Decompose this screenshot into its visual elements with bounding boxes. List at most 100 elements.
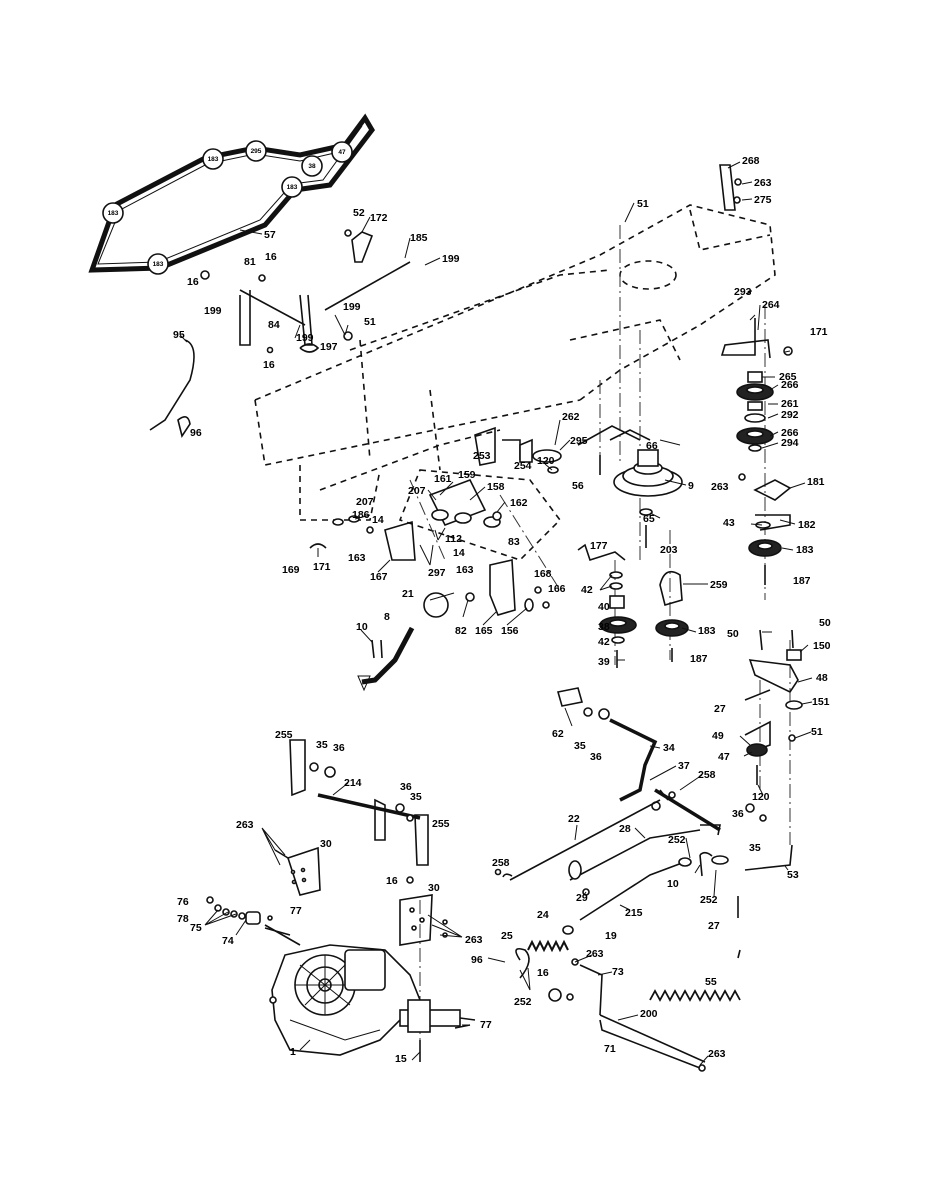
springs xyxy=(527,925,741,1002)
callout-29: 29 xyxy=(576,892,588,904)
belt-pulley xyxy=(301,155,323,177)
callout-16: 16 xyxy=(263,359,275,371)
rods xyxy=(494,799,793,921)
callout-15: 15 xyxy=(395,1053,407,1065)
callout-74: 74 xyxy=(222,935,234,947)
callout-297: 297 xyxy=(428,567,446,579)
callout-10: 10 xyxy=(356,621,368,633)
callout-295: 295 xyxy=(570,435,588,447)
callout-30: 30 xyxy=(428,882,440,894)
callout-163: 163 xyxy=(456,564,474,576)
belt-pulley-label: 183 xyxy=(108,210,119,217)
callout-9: 9 xyxy=(688,480,694,492)
callout-294: 294 xyxy=(781,437,799,449)
cross-shaft xyxy=(289,739,429,866)
callout-253: 253 xyxy=(473,450,491,462)
callout-48: 48 xyxy=(816,672,828,684)
callout-203: 203 xyxy=(660,544,678,556)
callout-66: 66 xyxy=(646,440,658,452)
belt-pulley xyxy=(245,140,267,162)
callout-162: 162 xyxy=(510,497,528,509)
callout-78: 78 xyxy=(177,913,189,925)
callout-266: 266 xyxy=(781,427,799,439)
callout-263: 263 xyxy=(465,934,483,946)
callout-51: 51 xyxy=(364,316,376,328)
callout-263: 263 xyxy=(754,177,772,189)
belt-pulley xyxy=(147,253,169,275)
callout-187: 187 xyxy=(690,653,708,665)
belt-pulley-label: 47 xyxy=(338,149,346,156)
callout-38: 38 xyxy=(598,621,610,633)
belt-pulley xyxy=(331,141,353,163)
belt-pulley xyxy=(102,202,124,224)
callout-71: 71 xyxy=(604,1043,616,1055)
callout-258: 258 xyxy=(698,769,716,781)
callout-199: 199 xyxy=(442,253,460,265)
belt-pulleys: 295 183 38 47 183 183 183 xyxy=(102,140,353,275)
callout-43: 43 xyxy=(723,517,735,529)
belt-pulley-label: 183 xyxy=(153,261,164,268)
callout-151: 151 xyxy=(812,696,830,708)
callout-254: 254 xyxy=(514,460,532,472)
callout-215: 215 xyxy=(625,907,643,919)
callout-21: 21 xyxy=(402,588,414,600)
callout-82: 82 xyxy=(455,625,467,637)
callout-22: 22 xyxy=(568,813,580,825)
callout-172: 172 xyxy=(370,212,388,224)
callout-161: 161 xyxy=(434,473,452,485)
callout-95: 95 xyxy=(173,329,185,341)
callouts: 268 263 275 51 57 52 172 185 199 16 81 1… xyxy=(173,155,831,1065)
callout-14: 14 xyxy=(372,514,384,526)
callout-36: 36 xyxy=(333,742,345,754)
callout-293: 293 xyxy=(734,286,752,298)
callout-49: 49 xyxy=(712,730,724,742)
upper-linkage xyxy=(149,164,742,438)
callout-187: 187 xyxy=(793,575,811,587)
callout-51: 51 xyxy=(811,726,823,738)
callout-30: 30 xyxy=(320,838,332,850)
callout-252: 252 xyxy=(514,996,532,1008)
callout-84: 84 xyxy=(268,319,280,331)
callout-261: 261 xyxy=(781,398,799,410)
callout-156: 156 xyxy=(501,625,519,637)
callout-199: 199 xyxy=(296,332,314,344)
callout-252: 252 xyxy=(700,894,718,906)
belt-pulley-label: 295 xyxy=(251,148,262,155)
callout-39: 39 xyxy=(598,656,610,668)
callout-65: 65 xyxy=(643,513,655,525)
callout-35: 35 xyxy=(410,791,422,803)
callout-263: 263 xyxy=(236,819,254,831)
callout-177: 177 xyxy=(590,540,608,552)
center-pulley xyxy=(577,425,683,548)
belt-pulley xyxy=(202,148,224,170)
callout-120: 120 xyxy=(752,791,770,803)
belt-pulley-label: 183 xyxy=(208,156,219,163)
callout-77: 77 xyxy=(480,1019,492,1031)
callout-51: 51 xyxy=(637,198,649,210)
belt-pulley-label: 183 xyxy=(287,184,298,191)
callout-199: 199 xyxy=(204,305,222,317)
callout-96: 96 xyxy=(471,954,483,966)
callout-167: 167 xyxy=(370,571,388,583)
callout-34: 34 xyxy=(663,742,675,754)
callout-263: 263 xyxy=(586,948,604,960)
callout-266: 266 xyxy=(781,379,799,391)
callout-35: 35 xyxy=(574,740,586,752)
callout-8: 8 xyxy=(384,611,390,623)
callout-183: 183 xyxy=(698,625,716,637)
callout-207: 207 xyxy=(356,496,374,508)
belt-pulley xyxy=(281,176,303,198)
callout-27: 27 xyxy=(714,703,726,715)
callout-166: 166 xyxy=(548,583,566,595)
callout-36: 36 xyxy=(590,751,602,763)
idler-stack xyxy=(720,318,793,585)
callout-73: 73 xyxy=(612,966,624,978)
callout-76: 76 xyxy=(177,896,189,908)
callout-47: 47 xyxy=(718,751,730,763)
callout-56: 56 xyxy=(572,480,584,492)
leader-lines xyxy=(179,161,813,1066)
shift-lever xyxy=(357,626,415,692)
callout-186: 186 xyxy=(352,509,370,521)
callout-165: 165 xyxy=(475,625,493,637)
